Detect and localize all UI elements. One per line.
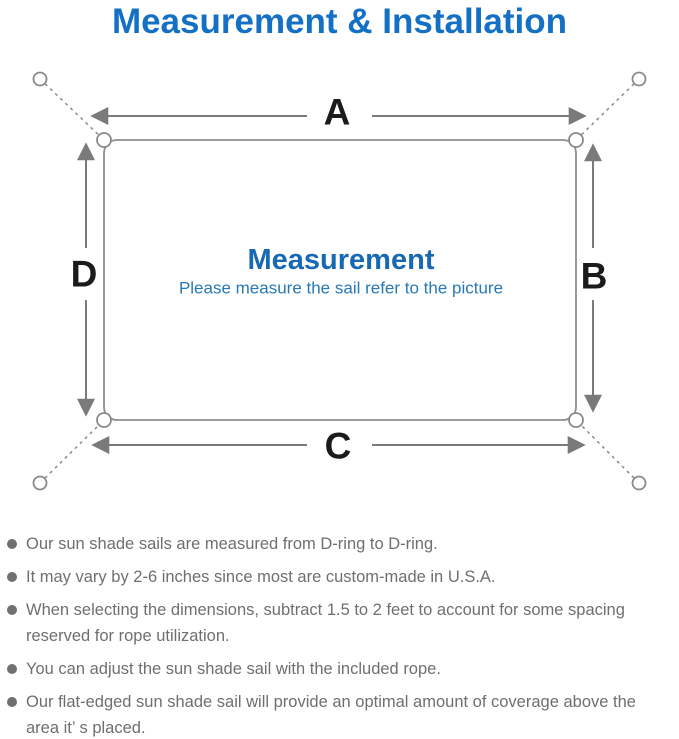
anchor-ring-icon [32, 475, 48, 491]
note-text: When selecting the dimensions, subtract … [26, 601, 625, 645]
bullet-dot-icon [7, 572, 17, 582]
list-item: Our flat-edged sun shade sail will provi… [7, 689, 663, 739]
bullet-dot-icon [7, 605, 17, 615]
dimension-label-b: B [581, 256, 608, 297]
page-title: Measurement & Installation [111, 2, 568, 41]
anchor-ring-icon [631, 71, 647, 87]
d-ring-icon [96, 132, 112, 148]
list-item: When selecting the dimensions, subtract … [7, 597, 663, 649]
diagram-center-heading: Measurement [248, 244, 435, 276]
d-ring-icon [96, 412, 112, 428]
measurement-diagram: A B C D Measurement Please measure the s… [0, 60, 679, 525]
diagram-center-subheading: Please measure the sail refer to the pic… [179, 279, 503, 298]
note-text: It may vary by 2-6 inches since most are… [26, 568, 496, 586]
dimension-label-d: D [71, 254, 98, 295]
d-ring-icon [568, 132, 584, 148]
note-text: Our sun shade sails are measured from D-… [26, 535, 438, 553]
dimension-label-c: C [325, 426, 352, 467]
note-text: You can adjust the sun shade sail with t… [26, 660, 441, 678]
d-ring-icon [568, 412, 584, 428]
sail-outline [103, 139, 577, 421]
list-item: Our sun shade sails are measured from D-… [7, 531, 663, 557]
bullet-dot-icon [7, 697, 17, 707]
rope-line-top-left [39, 78, 105, 141]
note-text: Our flat-edged sun shade sail will provi… [26, 693, 636, 737]
sail-measurement-figure: A B C D Measurement Please measure the s… [32, 71, 647, 491]
measurement-notes-list: Our sun shade sails are measured from D-… [7, 531, 663, 739]
list-item: It may vary by 2-6 inches since most are… [7, 564, 663, 590]
anchor-ring-icon [631, 475, 647, 491]
rope-line-top-right [575, 78, 640, 141]
rope-line-bottom-left [39, 419, 105, 484]
bullet-dot-icon [7, 539, 17, 549]
bullet-dot-icon [7, 664, 17, 674]
dimension-label-a: A [324, 92, 351, 133]
anchor-ring-icon [32, 71, 48, 87]
rope-line-bottom-right [575, 419, 640, 484]
list-item: You can adjust the sun shade sail with t… [7, 656, 663, 682]
